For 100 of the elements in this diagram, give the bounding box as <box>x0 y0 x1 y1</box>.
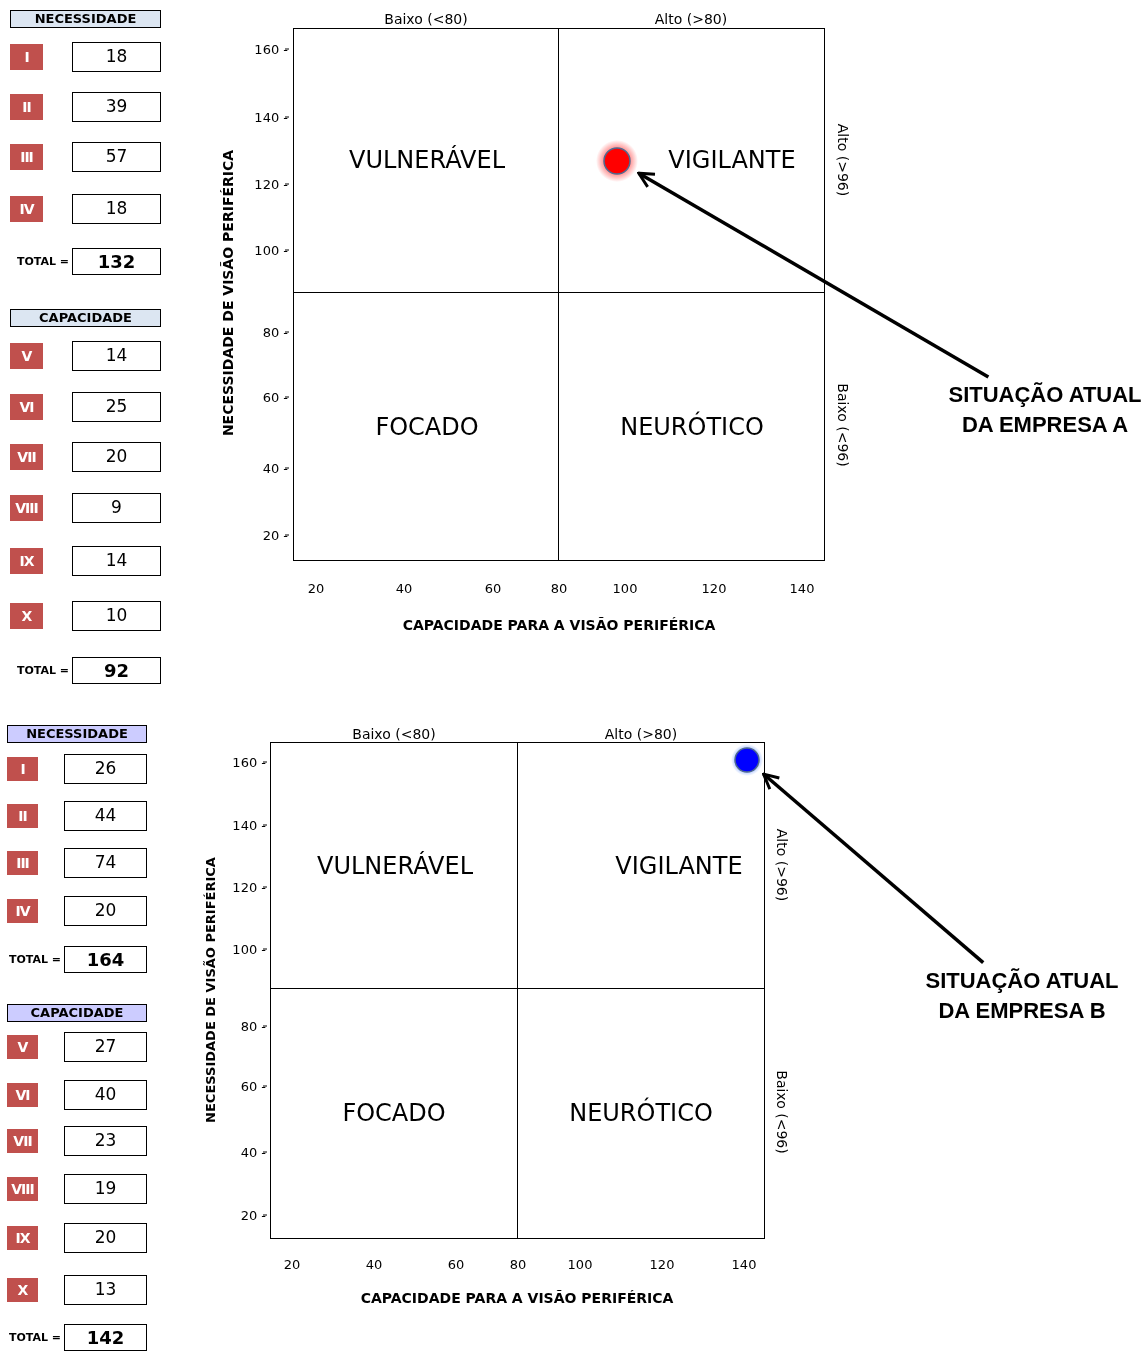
quadrant-cell <box>558 292 825 561</box>
tick-label: 80 - <box>240 1019 266 1033</box>
roman-numeral-tag: II <box>7 804 38 828</box>
tick-label: 120 <box>701 581 727 595</box>
tick-label: 20 - <box>262 528 288 542</box>
section-header: CAPACIDADE <box>7 1004 147 1022</box>
roman-numeral-tag: VII <box>10 444 43 470</box>
tick-label: 40 <box>365 1257 383 1271</box>
tick-label: 140 - <box>232 818 266 832</box>
value-box: 57 <box>72 142 161 172</box>
total-label: TOTAL = <box>8 953 61 965</box>
section-header: NECESSIDADE <box>7 725 147 743</box>
tick-label: 40 - <box>240 1145 266 1159</box>
callout-text: SITUAÇÃO ATUAL DA EMPRESA A <box>947 381 1143 439</box>
tick-label: 160 - <box>232 755 266 769</box>
roman-numeral-tag: VI <box>10 394 43 420</box>
tick-label: 100 <box>612 581 638 595</box>
roman-numeral-tag: VII <box>7 1129 38 1153</box>
zone-label: Alto (>80) <box>604 727 678 741</box>
tick-label: 120 <box>649 1257 675 1271</box>
total-box: 132 <box>72 248 161 275</box>
value-box: 13 <box>64 1275 147 1305</box>
roman-numeral-tag: IV <box>7 899 38 923</box>
roman-numeral-tag: V <box>10 343 43 369</box>
value-box: 74 <box>64 848 147 878</box>
value-box: 39 <box>72 92 161 122</box>
quadrant-label: VIGILANTE <box>615 854 743 878</box>
roman-numeral-tag: VI <box>7 1083 38 1107</box>
value-box: 26 <box>64 754 147 784</box>
quadrant-cell <box>517 988 765 1239</box>
zone-label: Alto (>96) <box>775 828 789 902</box>
quadrant-cell <box>517 742 765 989</box>
callout-text: SITUAÇÃO ATUAL DA EMPRESA B <box>924 967 1120 1025</box>
tick-label: 20 - <box>240 1208 266 1222</box>
roman-numeral-tag: IX <box>7 1226 38 1250</box>
value-box: 20 <box>64 896 147 926</box>
axis-title: CAPACIDADE PARA A VISÃO PERIFÉRICA <box>360 1291 674 1305</box>
total-box: 164 <box>64 946 147 973</box>
roman-numeral-tag: I <box>7 757 38 781</box>
total-box: 92 <box>72 657 161 684</box>
roman-numeral-tag: III <box>10 144 43 170</box>
axis-title: NECESSIDADE DE VISÃO PERIFÉRICA <box>203 857 217 1123</box>
tick-label: 80 <box>550 581 568 595</box>
value-box: 10 <box>72 601 161 631</box>
zone-label: Alto (>96) <box>836 123 850 197</box>
value-box: 18 <box>72 194 161 224</box>
tick-label: 140 <box>789 581 815 595</box>
roman-numeral-tag: I <box>10 44 43 70</box>
roman-numeral-tag: IX <box>10 548 43 574</box>
tick-label: 20 <box>307 581 325 595</box>
quadrant-cell <box>558 28 825 293</box>
roman-numeral-tag: X <box>10 603 43 629</box>
roman-numeral-tag: II <box>10 94 43 120</box>
roman-numeral-tag: IV <box>10 196 43 222</box>
value-box: 14 <box>72 546 161 576</box>
value-box: 40 <box>64 1080 147 1110</box>
value-box: 20 <box>72 442 161 472</box>
roman-numeral-tag: V <box>7 1035 38 1059</box>
tick-label: 40 <box>395 581 413 595</box>
quadrant-cell <box>270 988 518 1239</box>
value-box: 23 <box>64 1126 147 1156</box>
value-box: 27 <box>64 1032 147 1062</box>
total-label: TOTAL = <box>8 1331 61 1343</box>
tick-label: 80 - <box>262 325 288 339</box>
section-header: NECESSIDADE <box>10 10 161 28</box>
tick-label: 120 - <box>232 880 266 894</box>
tick-label: 20 <box>283 1257 301 1271</box>
value-box: 9 <box>72 493 161 523</box>
tick-label: 60 <box>447 1257 465 1271</box>
tick-label: 60 - <box>240 1079 266 1093</box>
total-label: TOTAL = <box>16 255 69 267</box>
tick-label: 80 <box>509 1257 527 1271</box>
tick-label: 120 - <box>254 177 288 191</box>
axis-title: NECESSIDADE DE VISÃO PERIFÉRICA <box>221 149 235 437</box>
roman-numeral-tag: III <box>7 851 38 875</box>
roman-numeral-tag: X <box>7 1278 38 1302</box>
roman-numeral-tag: VIII <box>7 1177 38 1201</box>
total-label: TOTAL = <box>16 664 69 676</box>
value-box: 18 <box>72 42 161 72</box>
tick-label: 100 - <box>254 243 288 257</box>
tick-label: 60 - <box>262 390 288 404</box>
value-box: 19 <box>64 1174 147 1204</box>
section-header: CAPACIDADE <box>10 309 161 327</box>
tick-label: 160 - <box>254 42 288 56</box>
quadrant-cell <box>270 742 518 989</box>
tick-label: 40 - <box>262 461 288 475</box>
tick-label: 100 - <box>232 942 266 956</box>
tick-label: 100 <box>567 1257 593 1271</box>
tick-label: 60 <box>484 581 502 595</box>
quadrant-label: VIGILANTE <box>668 148 796 172</box>
value-box: 44 <box>64 801 147 831</box>
tick-label: 140 - <box>254 110 288 124</box>
axis-title: CAPACIDADE PARA A VISÃO PERIFÉRICA <box>402 618 716 632</box>
value-box: 14 <box>72 341 161 371</box>
value-box: 20 <box>64 1223 147 1253</box>
value-box: 25 <box>72 392 161 422</box>
quadrant-label: FOCADO <box>342 1101 446 1125</box>
pointer-arrow <box>762 772 985 965</box>
quadrant-cell <box>293 292 559 561</box>
quadrant-cell <box>293 28 559 293</box>
